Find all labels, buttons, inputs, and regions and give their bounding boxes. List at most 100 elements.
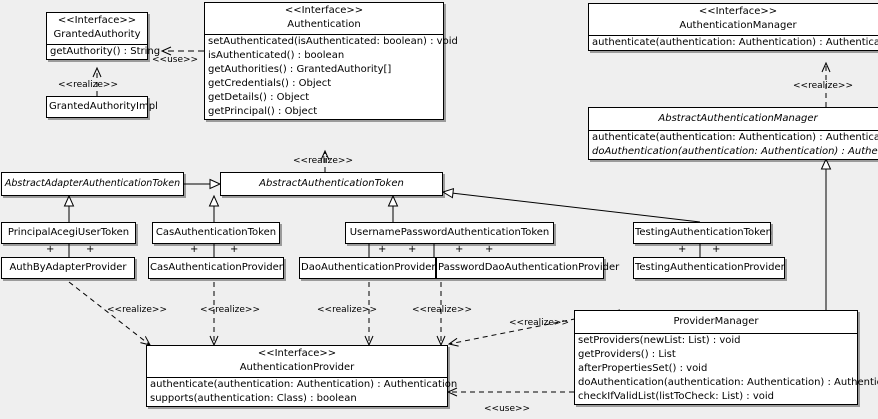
method-row: authenticate(authentication: Authenticat… xyxy=(150,379,458,390)
class-name: GrantedAuthorityImpl xyxy=(49,101,158,112)
class-header: <<Interface>> AuthenticationManager xyxy=(589,4,878,36)
class-name: PasswordDaoAuthenticationProvider xyxy=(438,262,620,273)
edge-label-realize-dao-provider: <<realize>> xyxy=(317,305,377,315)
class-cas-authentication-token[interactable]: CasAuthenticationToken xyxy=(152,222,280,244)
class-header: PrincipalAcegiUserToken xyxy=(2,223,135,243)
method-row: getPrincipal() : Object xyxy=(208,106,318,117)
class-name: Authentication xyxy=(287,19,361,30)
edge-label-realize-provider-manager: <<realize>> xyxy=(509,318,569,328)
edge-label-realize-auth-by-adapter: <<realize>> xyxy=(107,305,167,315)
edge-label-use-provider-manager: <<use>> xyxy=(484,404,531,414)
edge-label-realize-password-dao-provider: <<realize>> xyxy=(412,305,472,315)
class-header: PasswordDaoAuthenticationProvider xyxy=(437,258,620,278)
class-name: AbstractAuthenticationToken xyxy=(259,178,404,189)
method-row: getAuthorities() : GrantedAuthority[] xyxy=(208,64,392,75)
association-plus-marker: + xyxy=(408,244,417,255)
method-row: getDetails() : Object xyxy=(208,92,310,103)
edge-label-realize-cas-provider: <<realize>> xyxy=(200,305,260,315)
method-row: doAuthentication(authentication: Authent… xyxy=(592,146,878,157)
class-header: CasAuthenticationToken xyxy=(153,223,279,243)
class-granted-authority-impl[interactable]: GrantedAuthorityImpl xyxy=(46,96,158,118)
edge-label-use-granted-authority: <<use>> xyxy=(152,55,199,65)
class-name: AbstractAuthenticationManager xyxy=(658,113,818,124)
method-row: setAuthenticated(isAuthenticated: boolea… xyxy=(208,36,458,47)
class-header: <<Interface>> Authentication xyxy=(205,3,443,35)
class-header: <<Interface>> AuthenticationProvider xyxy=(147,346,447,378)
class-name: GrantedAuthority xyxy=(53,29,141,40)
method-row: getAuthority() : String xyxy=(50,46,161,57)
class-methods: authenticate(authentication: Authenticat… xyxy=(589,36,878,50)
class-header: AbstractAuthenticationManager xyxy=(589,108,878,131)
class-principal-acegi-user-token[interactable]: PrincipalAcegiUserToken xyxy=(1,222,136,244)
association-plus-marker: + xyxy=(678,244,687,255)
class-header: GrantedAuthorityImpl xyxy=(47,97,158,117)
class-name: CasAuthenticationProvider xyxy=(150,262,283,273)
class-cas-authentication-provider[interactable]: CasAuthenticationProvider xyxy=(148,257,284,279)
class-header: AbstractAdapterAuthenticationToken xyxy=(2,173,183,195)
association-plus-marker: + xyxy=(455,244,464,255)
class-authentication-manager[interactable]: <<Interface>> AuthenticationManager auth… xyxy=(588,3,878,51)
method-row: authenticate(authentication: Authenticat… xyxy=(592,37,878,48)
class-methods: authenticate(authentication: Authenticat… xyxy=(147,378,458,406)
class-dao-authentication-provider[interactable]: DaoAuthenticationProvider xyxy=(299,257,436,279)
class-username-password-authentication-token[interactable]: UsernamePasswordAuthenticationToken xyxy=(345,222,554,244)
association-plus-marker: + xyxy=(230,244,239,255)
method-row: authenticate(authentication: Authenticat… xyxy=(592,132,878,143)
method-row: getProviders() : List xyxy=(578,349,676,360)
class-name: AuthenticationProvider xyxy=(239,362,355,373)
class-methods: setProviders(newList: List) : void getPr… xyxy=(575,334,878,404)
method-row: isAuthenticated() : boolean xyxy=(208,50,345,61)
association-plus-marker: + xyxy=(86,244,95,255)
association-plus-marker: + xyxy=(712,244,721,255)
association-plus-marker: + xyxy=(46,244,55,255)
class-abstract-authentication-token[interactable]: AbstractAuthenticationToken xyxy=(220,172,443,196)
class-name: AuthByAdapterProvider xyxy=(9,262,127,273)
method-row: setProviders(newList: List) : void xyxy=(578,335,741,346)
stereotype-label: <<Interface>> xyxy=(284,5,364,16)
class-header: TestingAuthenticationToken xyxy=(634,223,773,243)
class-name: PrincipalAcegiUserToken xyxy=(7,227,130,238)
class-name: AuthenticationManager xyxy=(679,20,797,31)
class-name: ProviderManager xyxy=(673,316,759,327)
class-name: DaoAuthenticationProvider xyxy=(301,262,436,273)
method-row: supports(authentication: Class) : boolea… xyxy=(150,393,357,404)
stereotype-label: <<Interface>> xyxy=(257,348,337,359)
class-testing-authentication-provider[interactable]: TestingAuthenticationProvider xyxy=(633,257,785,279)
class-granted-authority[interactable]: <<Interface>> GrantedAuthority getAuthor… xyxy=(46,12,161,60)
class-header: <<Interface>> GrantedAuthority xyxy=(47,13,147,45)
method-row: afterPropertiesSet() : void xyxy=(578,363,708,374)
class-header: TestingAuthenticationProvider xyxy=(634,258,785,278)
class-header: DaoAuthenticationProvider xyxy=(300,258,436,278)
class-methods: setAuthenticated(isAuthenticated: boolea… xyxy=(205,35,458,119)
class-methods: getAuthority() : String xyxy=(47,45,161,59)
edge-label-realize-granted-authority-impl: <<realize>> xyxy=(58,80,118,90)
class-authentication[interactable]: <<Interface>> Authentication setAuthenti… xyxy=(204,2,458,120)
class-header: AbstractAuthenticationToken xyxy=(221,173,442,195)
method-row: doAuthentication(authentication: Authent… xyxy=(578,377,878,388)
class-password-dao-authentication-provider[interactable]: PasswordDaoAuthenticationProvider xyxy=(436,257,620,279)
edge-label-realize-authentication: <<realize>> xyxy=(293,156,353,166)
stereotype-label: <<Interface>> xyxy=(698,6,778,17)
method-row: getCredentials() : Object xyxy=(208,78,332,89)
association-plus-marker: + xyxy=(378,244,387,255)
method-row: checkIfValidList(listToCheck: List) : vo… xyxy=(578,391,775,402)
stereotype-label: <<Interface>> xyxy=(57,15,137,26)
association-plus-marker: + xyxy=(190,244,199,255)
class-testing-authentication-token[interactable]: TestingAuthenticationToken xyxy=(633,222,773,244)
class-authentication-provider[interactable]: <<Interface>> AuthenticationProvider aut… xyxy=(146,345,458,407)
edge-label-realize-authentication-manager: <<realize>> xyxy=(793,81,853,91)
class-auth-by-adapter-provider[interactable]: AuthByAdapterProvider xyxy=(1,257,135,279)
class-name: CasAuthenticationToken xyxy=(155,227,277,238)
class-header: CasAuthenticationProvider xyxy=(149,258,283,278)
class-abstract-authentication-manager[interactable]: AbstractAuthenticationManager authentica… xyxy=(588,107,878,160)
class-provider-manager[interactable]: ProviderManager setProviders(newList: Li… xyxy=(574,310,878,405)
class-name: UsernamePasswordAuthenticationToken xyxy=(349,227,550,238)
class-name: TestingAuthenticationProvider xyxy=(635,262,785,273)
class-name: TestingAuthenticationToken xyxy=(635,227,773,238)
class-header: UsernamePasswordAuthenticationToken xyxy=(346,223,553,243)
class-abstract-adapter-authentication-token[interactable]: AbstractAdapterAuthenticationToken xyxy=(1,172,184,196)
class-header: ProviderManager xyxy=(575,311,857,334)
class-name: AbstractAdapterAuthenticationToken xyxy=(4,178,181,189)
class-header: AuthByAdapterProvider xyxy=(2,258,134,278)
